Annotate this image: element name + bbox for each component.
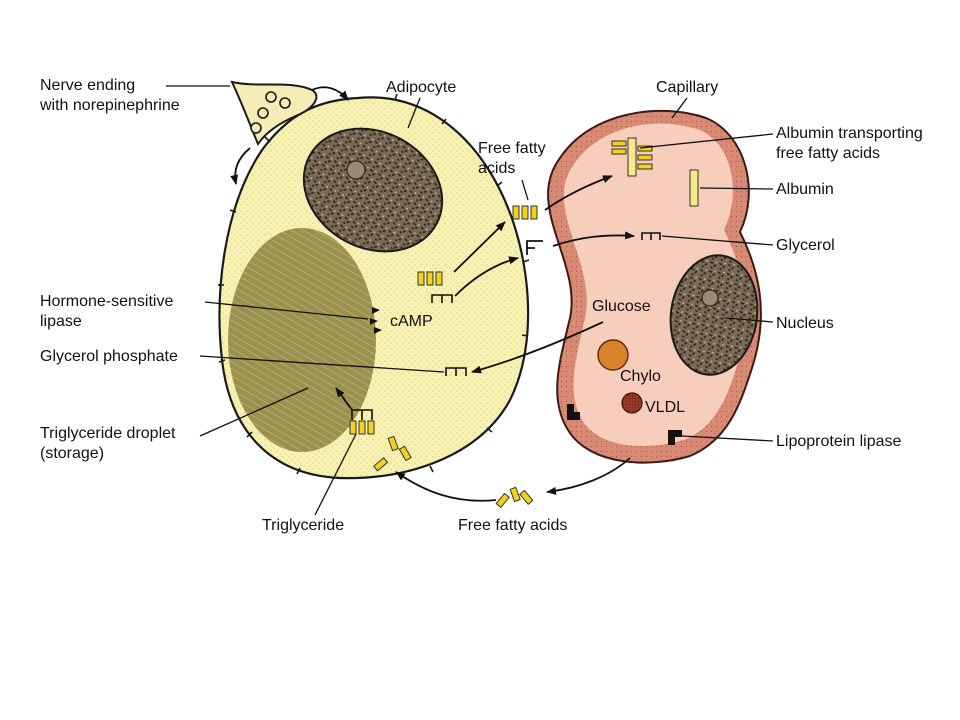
label-nerve-ending: Nerve ending bbox=[40, 77, 135, 94]
albumin-ffa-complex-icon bbox=[611, 137, 653, 177]
label-albumin-ffa: Albumin transporting bbox=[776, 125, 923, 142]
label-glycerol-phosphate: Glycerol phosphate bbox=[40, 348, 178, 365]
fatty-acid-icon bbox=[373, 435, 412, 472]
fatty-acid-icon bbox=[495, 486, 534, 508]
label-hsl-2: lipase bbox=[40, 313, 82, 330]
ffa-release-arrow bbox=[546, 457, 631, 495]
label-vldl: VLDL bbox=[645, 399, 685, 416]
label-camp: cAMP bbox=[390, 313, 433, 330]
glycerol-exit-arrow bbox=[454, 256, 519, 297]
fatty-acid-group-icon bbox=[512, 205, 538, 220]
label-glycerol: Glycerol bbox=[776, 237, 835, 254]
label-tg-droplet: Triglyceride droplet bbox=[40, 425, 176, 442]
label-albumin: Albumin bbox=[776, 181, 834, 198]
endothelial-nucleolus bbox=[701, 289, 719, 307]
adipocyte-nucleolus bbox=[346, 160, 366, 180]
camp-receptor-icon bbox=[370, 307, 382, 334]
label-chylo: Chylo bbox=[620, 368, 661, 385]
label-hsl: Hormone-sensitive bbox=[40, 293, 173, 310]
label-nerve-ending-2: with norepinephrine bbox=[39, 97, 180, 114]
glycerol-icon bbox=[431, 294, 453, 303]
vldl-particle bbox=[621, 392, 643, 414]
triglyceride-droplet bbox=[228, 228, 376, 452]
esterification-arrow bbox=[335, 387, 353, 411]
label-adipocyte: Adipocyte bbox=[386, 79, 456, 96]
nerve-to-cell-arrow bbox=[230, 147, 251, 185]
albumin-icon bbox=[689, 169, 699, 207]
label-tg-droplet-2: (storage) bbox=[40, 445, 104, 462]
ffa-to-albumin-arrow bbox=[544, 175, 613, 211]
nerve-to-cell-arrow bbox=[311, 86, 349, 101]
adipocyte-cell bbox=[218, 93, 530, 480]
membrane-pores bbox=[218, 93, 530, 475]
glucose-uptake-arrow bbox=[471, 321, 604, 374]
ffa-uptake-arrow bbox=[395, 471, 497, 502]
chylomicron bbox=[597, 339, 629, 371]
vesicle-icon bbox=[250, 91, 291, 134]
adipocyte-nucleus bbox=[302, 127, 444, 253]
lipoprotein-lipase-icon bbox=[567, 404, 580, 420]
ffa-exit-arrow bbox=[453, 221, 506, 273]
glycerol-phosphate-icon bbox=[445, 367, 467, 376]
nerve-ending bbox=[230, 80, 349, 185]
capillary bbox=[547, 109, 762, 464]
label-ffa-top-2: acids bbox=[478, 160, 515, 177]
glycerol-to-capillary-arrow bbox=[552, 231, 635, 247]
label-lipoprotein-lipase: Lipoprotein lipase bbox=[776, 433, 902, 450]
lipoprotein-lipase-icon bbox=[668, 430, 682, 445]
triglyceride-icon bbox=[349, 409, 375, 435]
labels: Nerve ending with norepinephrine Adipocy… bbox=[39, 77, 923, 534]
glycerol-icon bbox=[526, 240, 543, 255]
label-capillary: Capillary bbox=[656, 79, 718, 96]
label-ffa-top: Free fatty bbox=[478, 140, 546, 157]
glycerol-icon bbox=[641, 232, 661, 240]
leader-lines bbox=[166, 85, 774, 516]
fatty-acid-group-icon bbox=[417, 271, 443, 286]
label-ffa-bottom: Free fatty acids bbox=[458, 517, 567, 534]
label-glucose: Glucose bbox=[592, 298, 651, 315]
label-albumin-ffa-2: free fatty acids bbox=[776, 145, 880, 162]
label-nucleus: Nucleus bbox=[776, 315, 834, 332]
label-triglyceride: Triglyceride bbox=[262, 517, 344, 534]
